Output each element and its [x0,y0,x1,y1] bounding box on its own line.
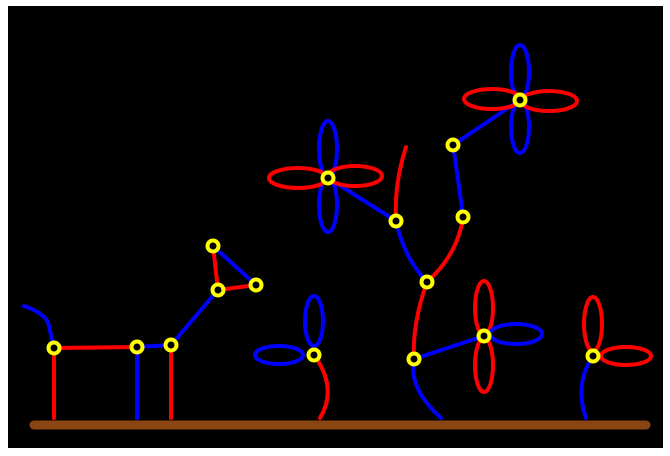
joint-plant-left-branch[interactable] [388,213,404,229]
petal-red-right [599,345,653,367]
joint-dog-middle[interactable] [129,339,145,355]
dog-body-front [52,345,139,350]
joint-dog-nose[interactable] [248,277,264,293]
joint-dog-ear[interactable] [205,238,221,254]
joint-plant-lower[interactable] [406,351,422,367]
joint-flower-top-right-center[interactable] [512,92,528,108]
dog-neck [169,288,220,347]
joint-dog-neck[interactable] [210,282,226,298]
scene-svg [8,6,663,448]
joint-flower-right-center[interactable] [585,348,601,364]
joint-dog-tail[interactable] [46,340,62,356]
joint-plant-right-mid[interactable] [455,209,471,225]
branch-lower-right-blue [412,334,486,361]
joints [46,92,601,367]
petal-blue-left [253,344,305,366]
dog-tail [22,304,56,350]
drawing-canvas[interactable] [8,6,663,448]
petal-blue-top [303,294,325,348]
dog-head-top [211,244,258,287]
joint-plant-upper-right[interactable] [445,137,461,153]
joint-plant-fork[interactable] [419,274,435,290]
scene-background [8,6,663,448]
joint-dog-shoulder[interactable] [163,337,179,353]
joint-flower-upper-left-center[interactable] [320,170,336,186]
joint-flower-lower-right-center[interactable] [476,328,492,344]
joint-small-flower-center[interactable] [306,347,322,363]
